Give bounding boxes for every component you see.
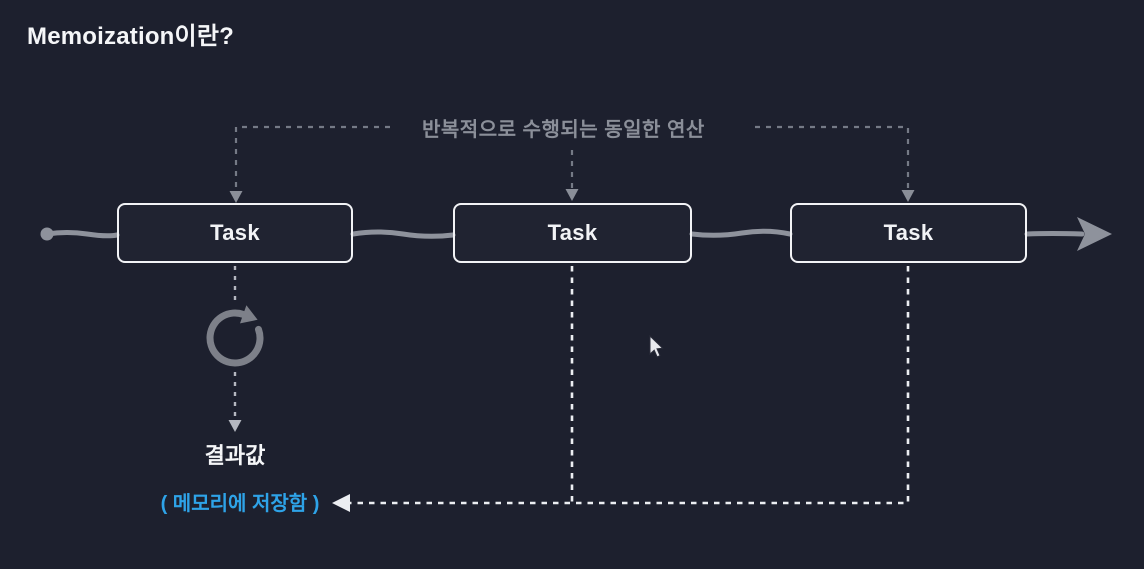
caption-connector-right [755,125,910,195]
result-label: 결과값 [204,443,266,468]
memory-return-line [349,266,910,505]
task-label: Task [210,220,260,245]
flow-right-arrow-icon [1077,217,1112,251]
result-arrowhead-icon [228,420,242,432]
task-box-3: Task [790,203,1027,263]
task-box-2: Task [453,203,692,263]
task-label: Task [883,220,934,245]
refresh-icon [206,305,264,367]
main-flow-line [40,227,1085,241]
caption-connectors [234,125,910,196]
caption-connector-left [234,125,390,196]
cursor-icon [649,334,664,358]
task-label: Task [547,220,598,245]
repeat-caption: 반복적으로 수행되는 동일한 연산 [422,119,705,141]
caption-connector-arrowheads [229,189,915,203]
memory-note: ( 메모리에 저장함 ) [160,493,320,515]
memory-return-arrow-icon [332,494,350,512]
task-box-1: Task [117,203,353,263]
task3-return-drop [349,266,910,505]
page-title: Memoization이란? [27,23,234,50]
